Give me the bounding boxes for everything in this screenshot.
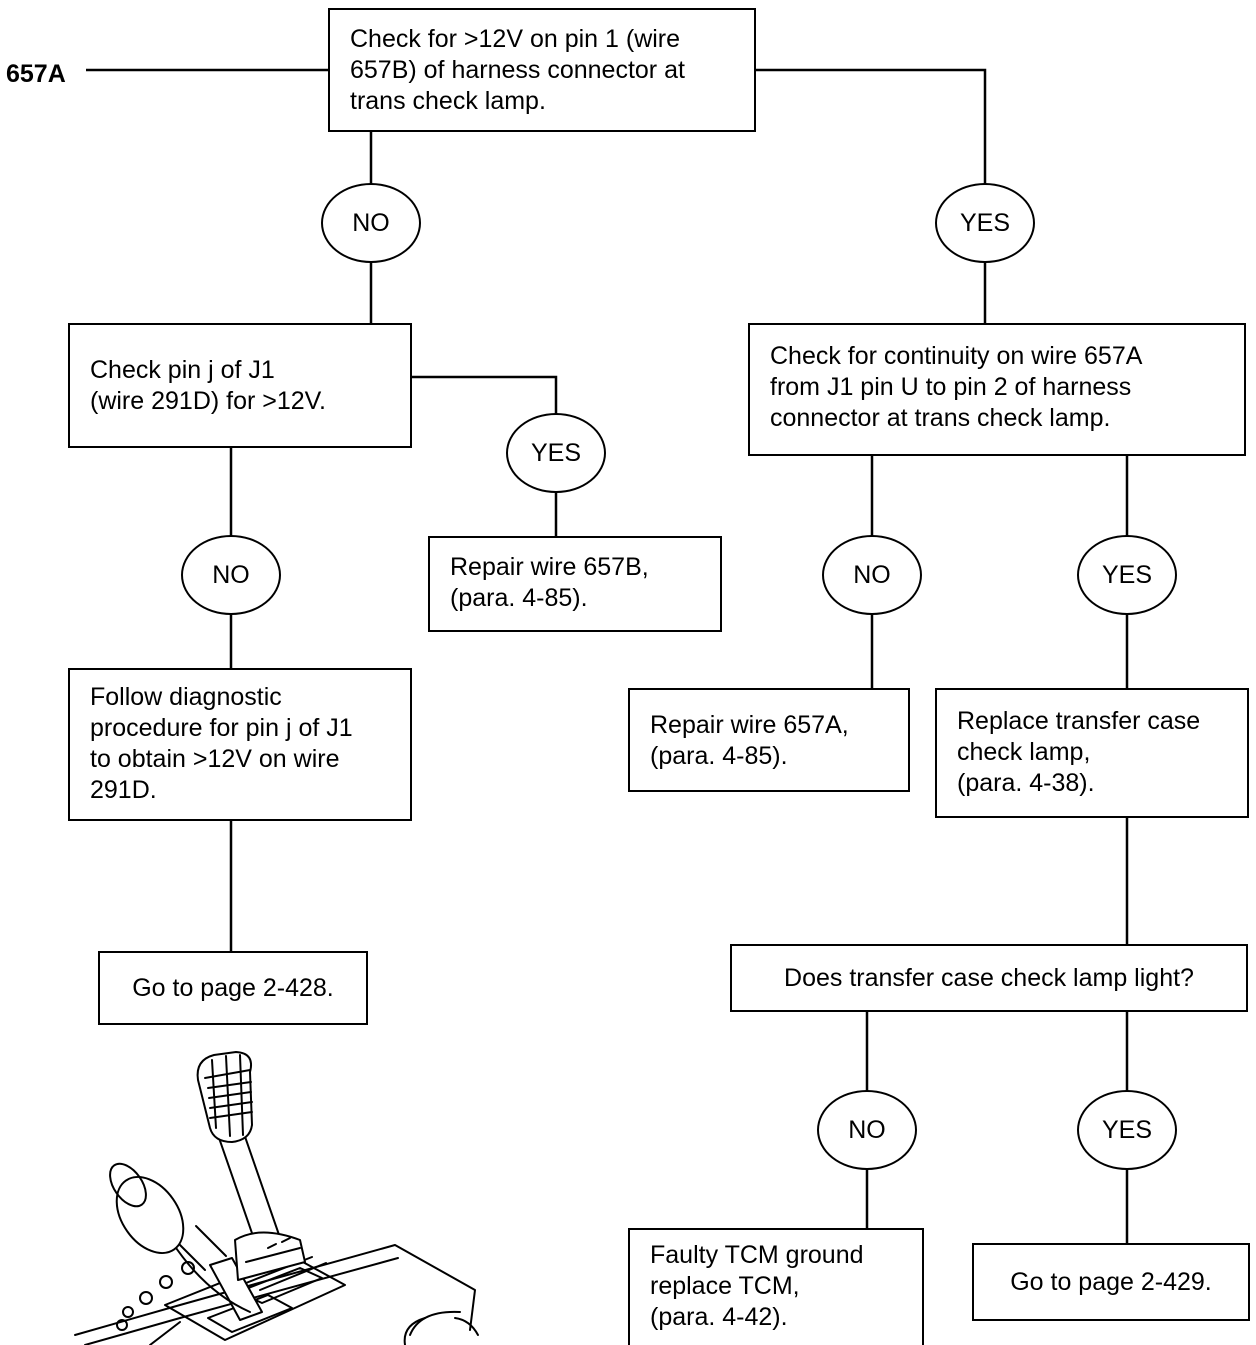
decision-pin-j-no: NO bbox=[181, 535, 281, 615]
replace-lamp-box: Replace transfer case check lamp, (para.… bbox=[935, 688, 1249, 818]
check-continuity-box: Check for continuity on wire 657A from J… bbox=[748, 323, 1246, 456]
decision-top-no: NO bbox=[321, 183, 421, 263]
decision-lamp-no: NO bbox=[817, 1090, 917, 1170]
lamp-light-question-box: Does transfer case check lamp light? bbox=[730, 944, 1248, 1012]
goto-428-box: Go to page 2-428. bbox=[98, 951, 368, 1025]
follow-procedure-box: Follow diagnostic procedure for pin j of… bbox=[68, 668, 412, 821]
repair-657a-box: Repair wire 657A, (para. 4-85). bbox=[628, 688, 910, 792]
decision-continuity-no: NO bbox=[822, 535, 922, 615]
faulty-tcm-box: Faulty TCM ground replace TCM, (para. 4-… bbox=[628, 1228, 924, 1345]
decision-continuity-yes: YES bbox=[1077, 535, 1177, 615]
decision-lamp-yes: YES bbox=[1077, 1090, 1177, 1170]
decision-top-yes: YES bbox=[935, 183, 1035, 263]
repair-657b-box: Repair wire 657B, (para. 4-85). bbox=[428, 536, 722, 632]
decision-pin-j-yes: YES bbox=[506, 413, 606, 493]
goto-429-box: Go to page 2-429. bbox=[972, 1243, 1250, 1321]
check-12v-pin1-box: Check for >12V on pin 1 (wire 657B) of h… bbox=[328, 8, 756, 132]
entry-label: 657A bbox=[6, 60, 66, 88]
check-pin-j-box: Check pin j of J1 (wire 291D) for >12V. bbox=[68, 323, 412, 448]
